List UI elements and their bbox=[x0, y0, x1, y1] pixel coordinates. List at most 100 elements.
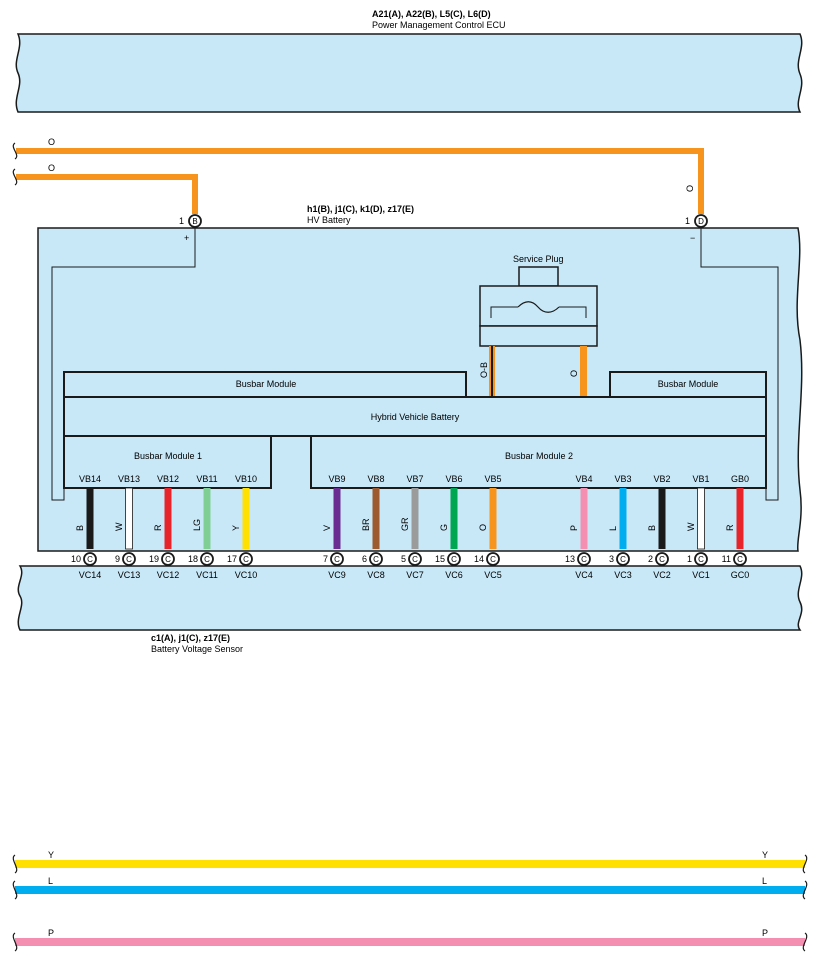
connector-letter-vb7: C bbox=[412, 555, 418, 564]
wire-break-left-p bbox=[12, 932, 18, 952]
wire-break-right-p bbox=[802, 932, 808, 952]
sensor-terminal-vc7: VC7 bbox=[406, 570, 424, 580]
connector-letter-vb3: C bbox=[620, 555, 626, 564]
connector-letter-vb4: C bbox=[581, 555, 587, 564]
wire-color-vb13: W bbox=[114, 522, 124, 531]
wire-color-vb6: G bbox=[439, 524, 449, 531]
pin-number-vb5: 14 bbox=[474, 554, 484, 564]
connector-letter-vb8: C bbox=[373, 555, 379, 564]
connector-letter-vb9: C bbox=[334, 555, 340, 564]
connector-letter-vb13: C bbox=[126, 555, 132, 564]
long-wire-l bbox=[15, 886, 805, 894]
long-wire-p bbox=[15, 938, 805, 946]
wire-color-vb8: BR bbox=[361, 518, 371, 531]
pin-number-vb6: 15 bbox=[435, 554, 445, 564]
plus-sign: + bbox=[184, 233, 189, 243]
long-wire-label-left-l: L bbox=[48, 876, 53, 886]
terminal-vb8: VB8 bbox=[367, 474, 384, 484]
sensor-terminal-vc6: VC6 bbox=[445, 570, 463, 580]
internal-lines bbox=[51, 227, 779, 501]
pin-number-vb4: 13 bbox=[565, 554, 575, 564]
wire-vb5 bbox=[489, 488, 497, 549]
wire-color-vb7: GR bbox=[400, 517, 410, 531]
terminal-vb4: VB4 bbox=[575, 474, 592, 484]
wire-color-vb11: LG bbox=[192, 519, 202, 531]
connector-vb5 bbox=[486, 552, 500, 566]
connector-vb7 bbox=[408, 552, 422, 566]
wire-break-right-y bbox=[802, 854, 808, 874]
pin-number-vb9: 7 bbox=[323, 554, 328, 564]
pin-number-vb7: 5 bbox=[401, 554, 406, 564]
hybrid-battery-label: Hybrid Vehicle Battery bbox=[371, 412, 460, 422]
ecu-name: Power Management Control ECU bbox=[372, 20, 506, 30]
connector-vb12 bbox=[161, 552, 175, 566]
pin-number-vb13: 9 bbox=[115, 554, 120, 564]
sensor-terminal-vc10: VC10 bbox=[235, 570, 258, 580]
terminal-vb7: VB7 bbox=[406, 474, 423, 484]
hv-battery-code: h1(B), j1(C), k1(D), z17(E) bbox=[307, 204, 414, 214]
terminal-vb2: VB2 bbox=[653, 474, 670, 484]
pin-d-number: 1 bbox=[685, 216, 690, 226]
ecu-panel bbox=[15, 33, 803, 113]
service-plug-label: Service Plug bbox=[513, 254, 564, 264]
terminal-vb12: VB12 bbox=[157, 474, 179, 484]
wire-color-vb4: P bbox=[569, 525, 579, 531]
wire-vb6 bbox=[450, 488, 458, 549]
minus-sign: − bbox=[690, 233, 695, 243]
wire-vb8 bbox=[372, 488, 380, 549]
service-plug bbox=[479, 266, 598, 347]
top-orange-wires bbox=[12, 142, 704, 214]
pin-number-vb3: 3 bbox=[609, 554, 614, 564]
wire-vb3 bbox=[619, 488, 627, 549]
wire-vb10 bbox=[242, 488, 250, 549]
sensor-terminal-vc4: VC4 bbox=[575, 570, 593, 580]
connector-letter-vb11: C bbox=[204, 555, 210, 564]
long-wire-label-right-p: P bbox=[762, 928, 768, 938]
terminal-vb5: VB5 bbox=[484, 474, 501, 484]
wire-break-right-l bbox=[802, 880, 808, 900]
wire-vb4 bbox=[580, 488, 588, 549]
pin-number-vb12: 19 bbox=[149, 554, 159, 564]
terminal-vb6: VB6 bbox=[445, 474, 462, 484]
top-wire1-color: O bbox=[48, 137, 55, 147]
terminal-vb11: VB11 bbox=[196, 474, 217, 484]
long-wire-label-left-p: P bbox=[48, 928, 54, 938]
pin-number-gb0: 11 bbox=[722, 554, 731, 564]
sensor-terminal-vc11: VC11 bbox=[196, 570, 218, 580]
pin-b-connector: B bbox=[188, 214, 202, 228]
plug-right-color: O bbox=[569, 370, 579, 377]
wire-color-vb9: V bbox=[322, 525, 332, 531]
plug-wires bbox=[489, 346, 587, 397]
terminal-vb14: VB14 bbox=[79, 474, 101, 484]
connector-vb8 bbox=[369, 552, 383, 566]
wire-vb14 bbox=[86, 488, 94, 549]
pin-number-vb14: 10 bbox=[71, 554, 81, 564]
connector-vb10 bbox=[239, 552, 253, 566]
hv-battery-name: HV Battery bbox=[307, 215, 351, 225]
wire-color-vb1: W bbox=[686, 522, 696, 531]
long-wire-y bbox=[15, 860, 805, 868]
wire-vb13 bbox=[125, 487, 133, 550]
connector-letter-vb2: C bbox=[659, 555, 665, 564]
wire-color-vb3: L bbox=[608, 526, 618, 531]
sensor-terminal-vc13: VC13 bbox=[118, 570, 141, 580]
terminal-vb9: VB9 bbox=[328, 474, 345, 484]
sensor-code: c1(A), j1(C), z17(E) bbox=[151, 633, 230, 643]
pin-number-vb1: 1 bbox=[687, 554, 692, 564]
wire-color-vb10: Y bbox=[231, 525, 241, 531]
connector-letter-vb1: C bbox=[698, 555, 704, 564]
connector-letter-vb5: C bbox=[490, 555, 496, 564]
busbar-left-label: Busbar Module bbox=[236, 379, 297, 389]
svg-text:D: D bbox=[698, 217, 704, 226]
wire-break-left-l bbox=[12, 880, 18, 900]
sensor-terminal-vc9: VC9 bbox=[328, 570, 346, 580]
connector-letter-vb14: C bbox=[87, 555, 93, 564]
module2-label: Busbar Module 2 bbox=[505, 451, 573, 461]
connector-vb1 bbox=[694, 552, 708, 566]
sensor-terminal-vc5: VC5 bbox=[484, 570, 502, 580]
connector-letter-vb12: C bbox=[165, 555, 171, 564]
sensor-terminal-vc2: VC2 bbox=[653, 570, 671, 580]
long-wire-label-right-y: Y bbox=[762, 850, 768, 860]
